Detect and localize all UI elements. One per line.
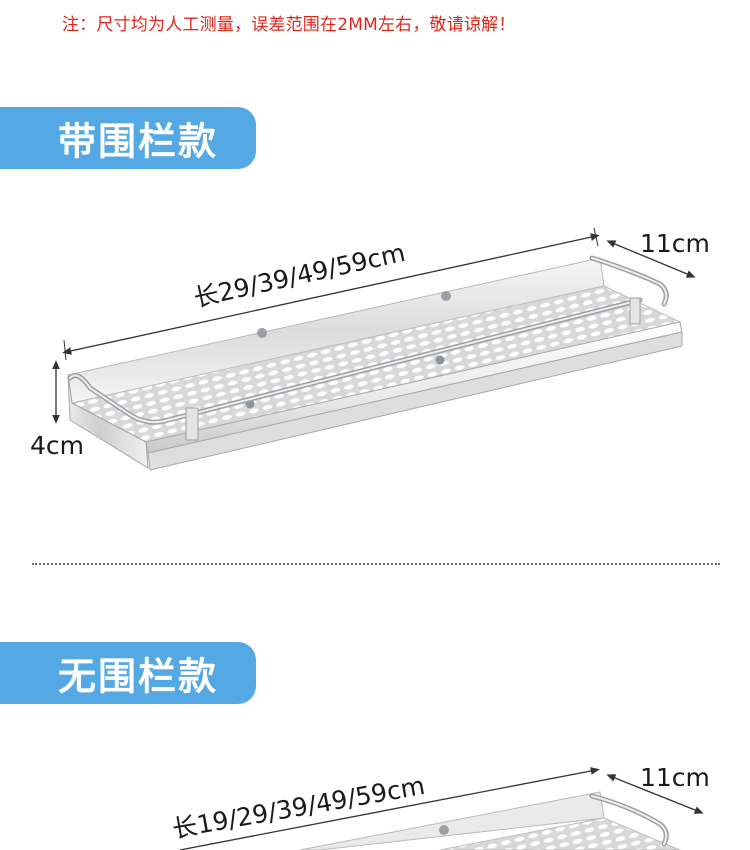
section-tag-without-railing: 无围栏款 [0,642,256,704]
depth-dimension-line [606,240,696,278]
length-dimension-line [179,767,600,850]
height-label: 4cm [30,431,84,460]
length-dimension-line [62,233,600,355]
section-title: 无围栏款 [58,654,219,699]
depth-label: 11cm [640,229,710,258]
depth-label: 11cm [640,763,710,792]
shelf-with-railing-illustration: 长29/39/49/59cm 11cm 4cm [30,227,710,471]
section-tag-with-railing: 带围栏款 [0,107,256,169]
shelf-body [299,791,681,850]
shelf-body [67,257,683,471]
guard-rail [67,255,669,441]
section-title: 带围栏款 [58,119,219,164]
measurement-note: 注：尺寸均为人工测量，误差范围在2MM左右，敬请谅解！ [62,15,516,35]
section-divider [32,563,720,565]
depth-dimension-line [606,774,704,814]
